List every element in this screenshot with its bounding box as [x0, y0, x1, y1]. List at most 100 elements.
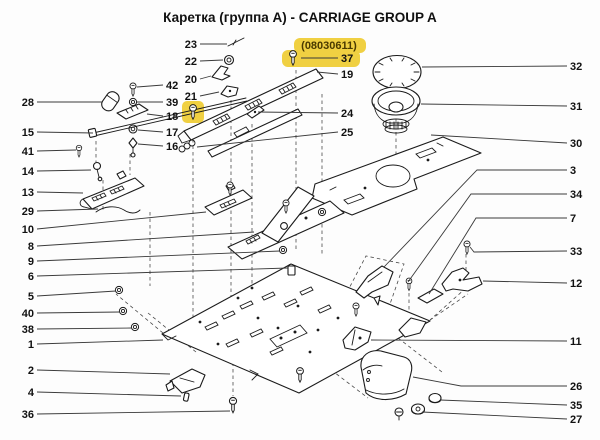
part-label-31: 31	[570, 101, 582, 113]
leader-part-22	[199, 59, 224, 62]
part-labels: 2815411413291089654038124362322202142391…	[22, 39, 583, 426]
leader-part-32	[421, 65, 568, 68]
leader-part-33	[469, 246, 568, 253]
leader-part-4	[36, 391, 182, 397]
leader-part-24	[257, 111, 339, 114]
leader-part-10	[36, 211, 207, 230]
part-roller-28	[101, 91, 120, 112]
highlight-code-bg	[294, 38, 366, 53]
part-stud-16	[128, 137, 138, 158]
leader-part-15	[36, 131, 94, 134]
part-label-18: 18	[166, 111, 178, 123]
leader-part-34	[407, 193, 567, 283]
part-label-7: 7	[570, 213, 576, 225]
part-label-25: 25	[341, 127, 353, 139]
leader-part-38	[36, 327, 133, 330]
part-label-16: 16	[166, 141, 178, 153]
part-label-20: 20	[185, 74, 197, 86]
part-lever-20	[211, 65, 231, 81]
part-label-1: 1	[28, 339, 34, 351]
part-label-14: 14	[22, 166, 35, 178]
part-clip-24	[246, 105, 265, 119]
leader-part-14	[36, 169, 92, 172]
part-label-5: 5	[28, 291, 34, 303]
part-bracket-13	[79, 170, 145, 210]
leader-part-9	[36, 250, 281, 262]
part-label-42: 42	[166, 80, 178, 92]
part-dial-32	[372, 54, 422, 90]
part-washer-mid	[317, 207, 327, 217]
part-label-35: 35	[570, 400, 582, 412]
leader-part-7	[428, 217, 567, 295]
highlight-37-bg	[282, 50, 360, 67]
leader-part-17	[137, 129, 164, 133]
part-label-36: 36	[22, 409, 34, 421]
part-spring-29	[95, 206, 141, 214]
part-label-4: 4	[28, 387, 35, 399]
leader-part-29	[36, 208, 99, 212]
leader-part-2	[36, 369, 171, 375]
leader-part-42	[136, 84, 164, 88]
leader-part-8	[36, 231, 255, 247]
part-cover-26	[360, 350, 413, 401]
highlighted-part-code: (08030611)	[301, 40, 357, 52]
part-washer-40	[118, 306, 128, 316]
part-bracket-2	[165, 368, 206, 394]
part-knob-27	[410, 403, 426, 415]
leader-part-16	[137, 143, 164, 147]
leader-part-5	[36, 290, 117, 297]
part-pin-14	[92, 161, 103, 182]
part-washer-5	[114, 285, 124, 295]
part-bracket-11	[342, 326, 372, 351]
leader-part-3	[383, 169, 567, 268]
part-label-39: 39	[166, 97, 178, 109]
part-label-26: 26	[570, 381, 582, 393]
part-washer-39	[128, 97, 138, 107]
part-label-12: 12	[570, 278, 582, 290]
leader-part-21	[199, 91, 220, 97]
part-label-10: 10	[22, 224, 34, 236]
part-label-21: 21	[185, 91, 197, 103]
part-label-38: 38	[22, 324, 34, 336]
part-label-37: 37	[341, 53, 353, 65]
part-bracket-lower-right	[398, 317, 427, 338]
part-label-28: 28	[22, 97, 34, 109]
part-label-32: 32	[570, 61, 582, 73]
part-label-23: 23	[185, 39, 197, 51]
part-knob-35	[428, 392, 442, 404]
leader-part-13	[36, 191, 84, 194]
part-screw-41	[75, 144, 83, 158]
part-rail-19	[177, 68, 324, 158]
part-washer-38	[130, 322, 140, 332]
leader-part-30	[430, 134, 568, 144]
leader-part-20	[199, 75, 212, 80]
leader-part-31	[420, 103, 568, 107]
part-label-8: 8	[28, 241, 34, 253]
part-screw-36	[228, 396, 238, 414]
part-grommet-22	[223, 54, 235, 66]
leader-part-35	[439, 399, 568, 406]
part-washer-9	[278, 245, 288, 255]
part-pin-23	[227, 37, 245, 47]
part-label-24: 24	[341, 108, 354, 120]
part-label-30: 30	[570, 138, 582, 150]
part-spring-25	[178, 139, 196, 153]
page-title: Каретка (группа А) - CARRIAGE GROUP A	[163, 10, 437, 25]
leader-part-36	[36, 410, 231, 415]
part-label-11: 11	[570, 336, 582, 348]
leader-part-40	[36, 311, 121, 314]
part-clip-21	[220, 85, 239, 98]
part-bracket-18	[116, 103, 149, 120]
part-label-17: 17	[166, 127, 178, 139]
part-screw-33	[463, 240, 471, 255]
part-pin-4	[182, 392, 190, 402]
part-label-33: 33	[570, 246, 582, 258]
highlight-blobs	[182, 38, 366, 123]
leader-part-41	[36, 149, 77, 152]
part-label-27: 27	[570, 414, 582, 426]
part-label-19: 19	[341, 69, 353, 81]
part-cross-plate-8	[227, 186, 345, 260]
part-screw-42	[129, 82, 137, 97]
